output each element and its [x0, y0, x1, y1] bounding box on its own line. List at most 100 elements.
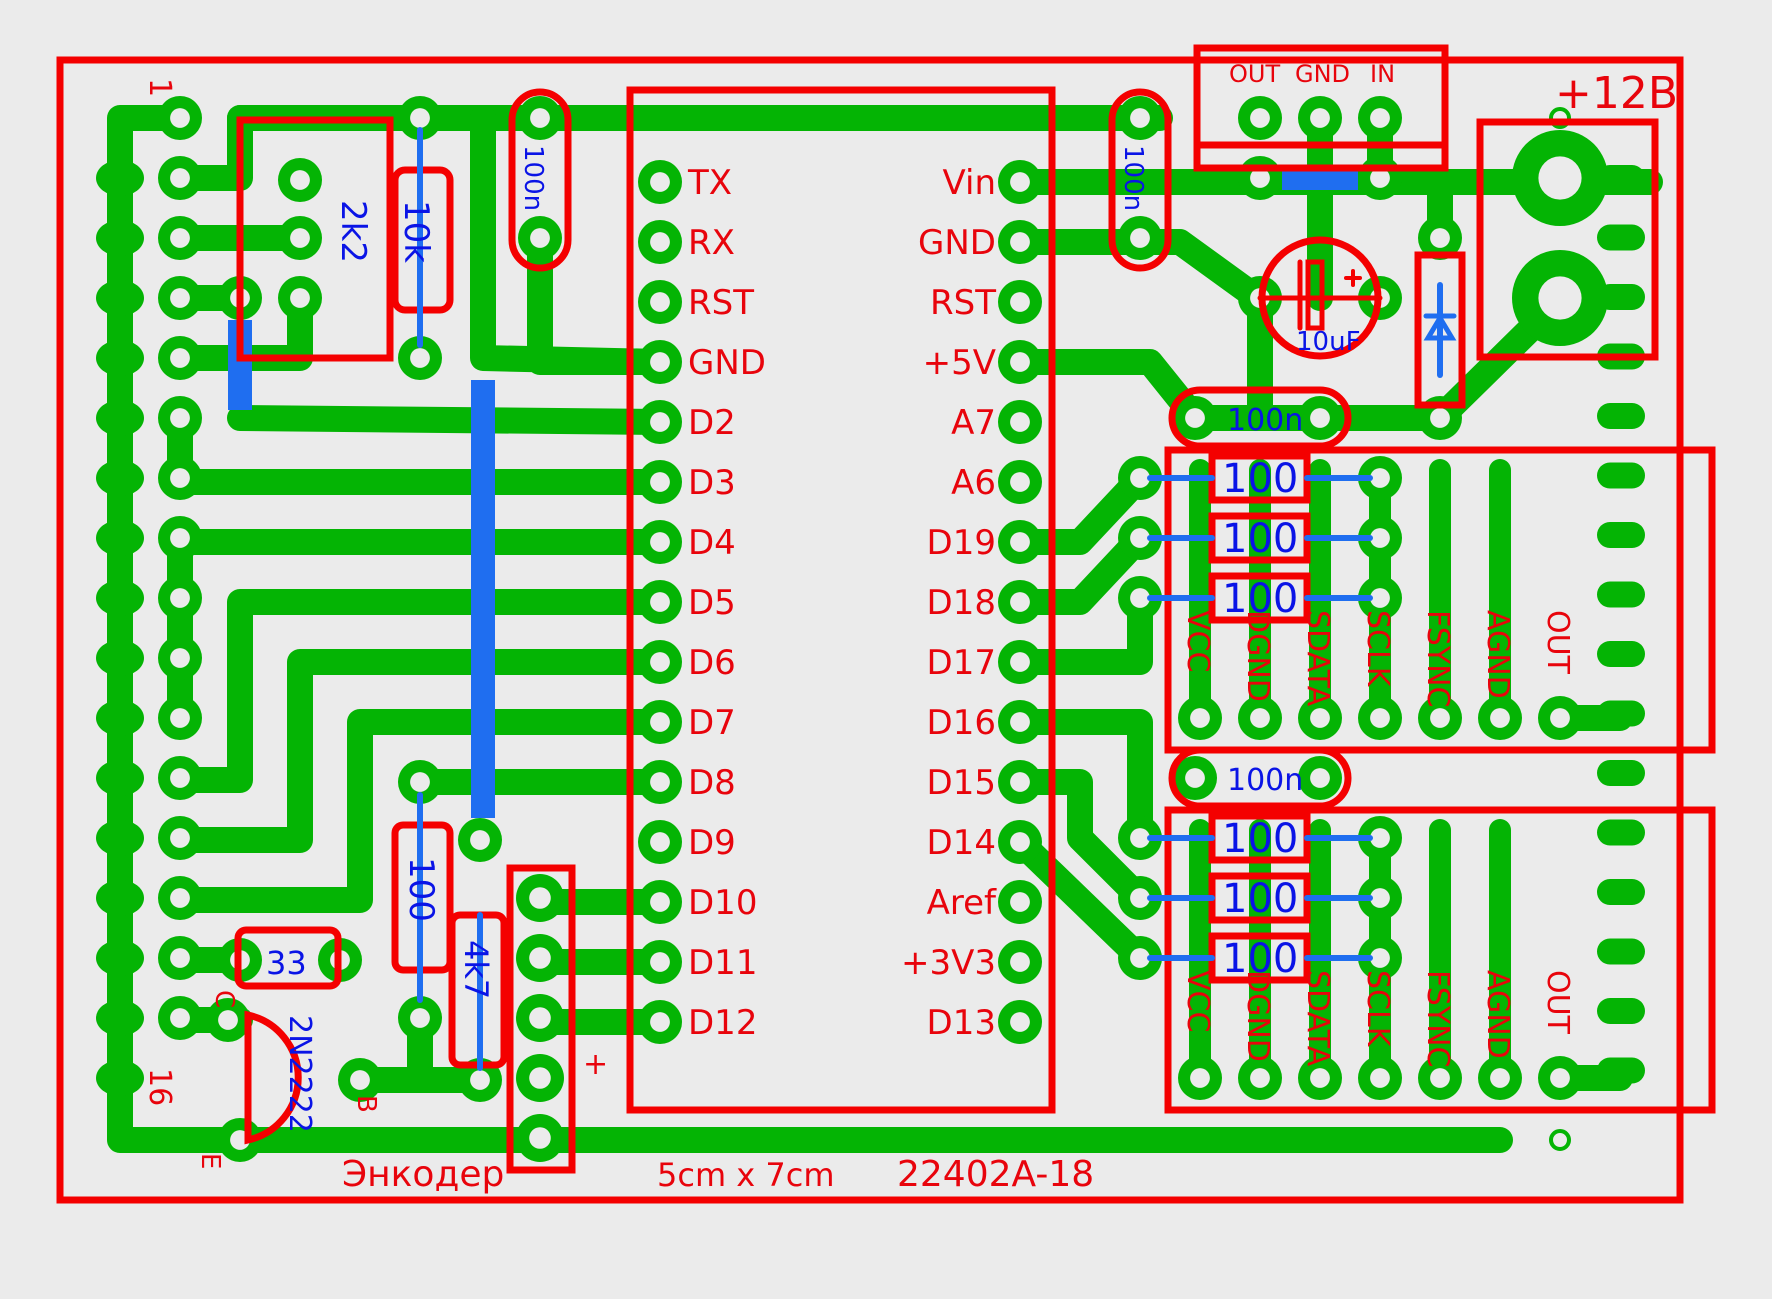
arduino-right-pin-hole — [1010, 1012, 1030, 1032]
connector-pin-1-label: 1 — [142, 78, 177, 97]
edge-pad — [1597, 522, 1645, 548]
module-resistor-pad-hole — [1130, 888, 1150, 908]
transistor-pad-c-hole — [218, 1010, 238, 1030]
bus-node — [96, 1000, 144, 1036]
edge-pad — [1597, 165, 1645, 191]
resistor-33-outline — [234, 926, 342, 990]
power-jack-pad-minus-hole — [1538, 276, 1582, 320]
bus-node — [96, 400, 144, 436]
module-resistor-pad-hole — [1370, 828, 1390, 848]
mounting-hole — [1549, 107, 1571, 129]
regulator-pad-hole — [1250, 168, 1270, 188]
resistor-10k-pad-hole — [410, 348, 430, 368]
arduino-pin-label: D10 — [688, 883, 757, 923]
bus-node — [96, 640, 144, 676]
board-outline — [56, 56, 1684, 1204]
arduino-right-pin-hole — [1010, 472, 1030, 492]
module-resistor-value: 100 — [1222, 816, 1298, 862]
arduino-left-pin-hole — [650, 172, 670, 192]
module-resistor-pad-hole — [1370, 588, 1390, 608]
cap-left-pad-hole — [530, 228, 550, 248]
electrolytic-value: 10uF — [1296, 327, 1361, 357]
board-title: Энкодер — [342, 1154, 504, 1195]
edge-pad — [1597, 403, 1645, 429]
arduino-right-pin-hole — [1010, 412, 1030, 432]
module-1-pin-label: VCC — [1180, 610, 1215, 672]
arduino-right-pin-hole — [1010, 652, 1030, 672]
connector-pad-7-hole — [170, 468, 190, 488]
header-outline — [506, 864, 576, 1174]
arduino-pin-label: D7 — [688, 703, 736, 743]
trimmer-value: 2k2 — [333, 200, 373, 263]
arduino-left-pin-hole — [650, 952, 670, 972]
arduino-right-pin-hole — [1010, 832, 1030, 852]
cap-module1-pad-hole — [1185, 408, 1205, 428]
electrolytic-plate — [1305, 259, 1325, 331]
regulator-pin-in: IN — [1370, 60, 1395, 88]
cap-left-pad-hole — [530, 108, 550, 128]
bus-node — [96, 460, 144, 496]
bus-node — [96, 220, 144, 256]
arduino-pin-label: D4 — [688, 523, 736, 563]
module-2-pin-label: AGND — [1480, 970, 1515, 1059]
arduino-left-pin-hole — [650, 652, 670, 672]
connector-pad-1-hole — [170, 108, 190, 128]
regulator-pad-hole — [1370, 108, 1390, 128]
cap-module1-outline — [1168, 386, 1352, 450]
edge-pad — [1597, 1057, 1645, 1084]
edge-pad — [1597, 998, 1645, 1024]
resistor-100-value: 100 — [401, 857, 441, 922]
resistor-10k-pad-hole — [410, 108, 430, 128]
regulator-pad-hole — [1250, 108, 1270, 128]
module-1-pin-label: OUT — [1540, 610, 1575, 675]
transistor-pin-b: B — [351, 1095, 381, 1113]
bus-node — [96, 580, 144, 616]
edge-pad — [1597, 462, 1645, 489]
edge-pad — [1597, 819, 1645, 846]
arduino-right-pin-hole — [1010, 172, 1030, 192]
transistor-value: 2N2222 — [282, 1015, 317, 1133]
arduino-pin-label: D5 — [688, 583, 736, 623]
connector-pad-2-hole — [170, 168, 190, 188]
trimmer-pad-hole — [290, 228, 310, 248]
arduino-left-pin-hole — [650, 1012, 670, 1032]
d14-trace — [1007, 829, 1153, 971]
module-2-pin-label: DGND — [1240, 970, 1275, 1062]
resistor-4k7-pad-hole — [470, 830, 490, 850]
module-2-pin-label: OUT — [1540, 970, 1575, 1035]
connector-pad-15-hole — [170, 948, 190, 968]
bus-node — [96, 280, 144, 316]
header-pad-hole — [529, 1067, 551, 1089]
bus-node — [96, 880, 144, 916]
arduino-pin-label: D19 — [927, 523, 996, 563]
arduino-left-pin-hole — [650, 232, 670, 252]
connector-pad-5-hole — [170, 348, 190, 368]
arduino-pin-label: D13 — [927, 1003, 996, 1043]
connector-pin-16-label: 16 — [142, 1068, 177, 1106]
signal-trace — [167, 709, 673, 913]
arduino-pin-label: A6 — [951, 463, 996, 503]
connector-pad-8-hole — [170, 528, 190, 548]
arduino-pin-label: D17 — [927, 643, 996, 683]
module-pin-pad-hole — [1190, 1068, 1210, 1088]
diode-pad-hole — [1430, 408, 1450, 428]
arduino-pin-label: D18 — [927, 583, 996, 623]
module-pin-pad-hole — [1370, 708, 1390, 728]
module-resistor-pad-hole — [1370, 528, 1390, 548]
connector-pad-13-hole — [170, 828, 190, 848]
resistor-4k7-pad-hole — [470, 1070, 490, 1090]
resistor-10k-value: 10k — [396, 200, 436, 263]
module-resistor-pad-hole — [1370, 888, 1390, 908]
arduino-right-pin-hole — [1010, 592, 1030, 612]
connector-pad-12-hole — [170, 768, 190, 788]
module-1-pin-label: AGND — [1480, 610, 1515, 699]
edge-pad — [1597, 641, 1645, 667]
arduino-outline — [626, 86, 1056, 1114]
arduino-pin-label: D12 — [688, 1003, 757, 1043]
module-resistor-value: 100 — [1222, 936, 1298, 982]
resistor-100-pad-hole — [410, 1008, 430, 1028]
edge-pad — [1597, 700, 1645, 727]
arduino-right-pin-hole — [1010, 352, 1030, 372]
module-pin-pad-hole — [1190, 708, 1210, 728]
module-pin-pad-hole — [1490, 708, 1510, 728]
